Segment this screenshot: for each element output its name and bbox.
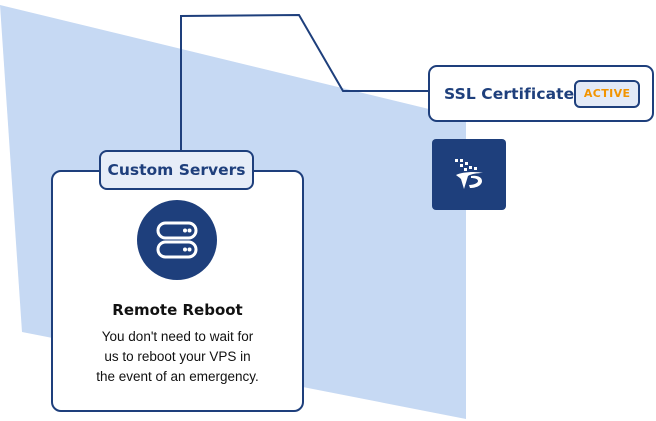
server-icon	[156, 221, 198, 259]
feature-description: You don't need to wait for us to reboot …	[51, 327, 304, 387]
server-icon-circle	[137, 200, 217, 280]
vps-logo-icon	[455, 158, 483, 189]
ssl-certificate-card: SSL Certificate ACTIVE	[428, 65, 654, 122]
feature-title: Remote Reboot	[112, 301, 243, 319]
brand-logo-tile	[432, 139, 506, 210]
ssl-certificate-title: SSL Certificate	[444, 84, 575, 103]
feature-description-line: the event of an emergency.	[96, 369, 259, 384]
ssl-status-badge: ACTIVE	[574, 79, 640, 108]
feature-description-line: You don't need to wait for	[101, 329, 254, 344]
feature-description-line: us to reboot your VPS in	[104, 349, 251, 364]
custom-servers-tab: Custom Servers	[99, 150, 254, 190]
